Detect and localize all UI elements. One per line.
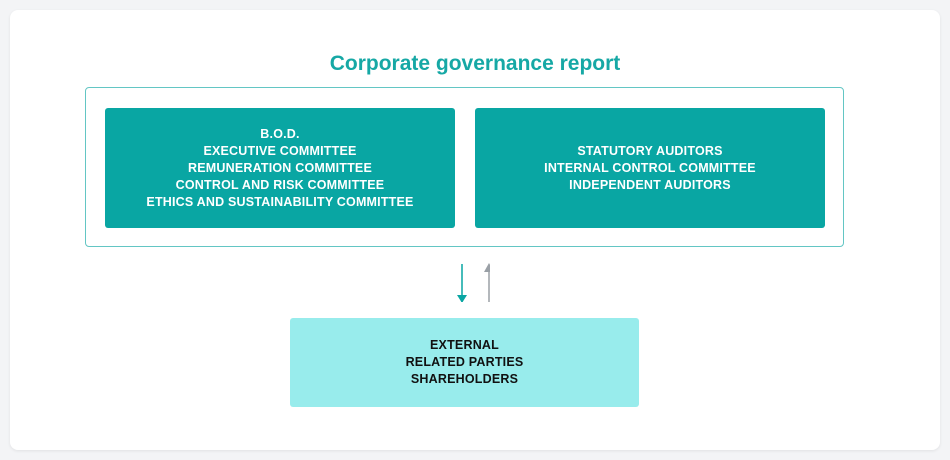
external-parties-box: EXTERNAL RELATED PARTIES SHAREHOLDERS <box>290 318 639 407</box>
flow-arrows <box>457 263 490 302</box>
arrow-down-icon <box>457 264 467 302</box>
arrow-up-icon <box>484 263 490 302</box>
box-line-control-risk-committee: CONTROL AND RISK COMMITTEE <box>175 177 385 192</box>
box-line-internal-control-committee: INTERNAL CONTROL COMMITTEE <box>544 160 756 175</box>
box-line-independent-auditors: INDEPENDENT AUDITORS <box>569 177 731 192</box>
internal-bodies-frame <box>85 87 844 247</box>
governance-bodies-box: B.O.D. EXECUTIVE COMMITTEE REMUNERATION … <box>105 108 455 228</box>
diagram-title: Corporate governance report <box>329 52 621 75</box>
box-line-external: EXTERNAL <box>430 338 499 352</box>
box-line-shareholders: SHAREHOLDERS <box>410 372 519 386</box>
box-line-bod: B.O.D. <box>260 126 300 141</box>
box-line-remuneration-committee: REMUNERATION COMMITTEE <box>187 160 373 175</box>
box-line-ethics-sustainability-committee: ETHICS AND SUSTAINABILITY COMMITTEE <box>146 194 414 209</box>
box-line-related-parties: RELATED PARTIES <box>405 355 524 369</box>
control-bodies-box: STATUTORY AUDITORS INTERNAL CONTROL COMM… <box>475 108 825 228</box>
box-line-statutory-auditors: STATUTORY AUDITORS <box>577 143 723 158</box>
box-line-executive-committee: EXECUTIVE COMMITTEE <box>203 143 357 158</box>
